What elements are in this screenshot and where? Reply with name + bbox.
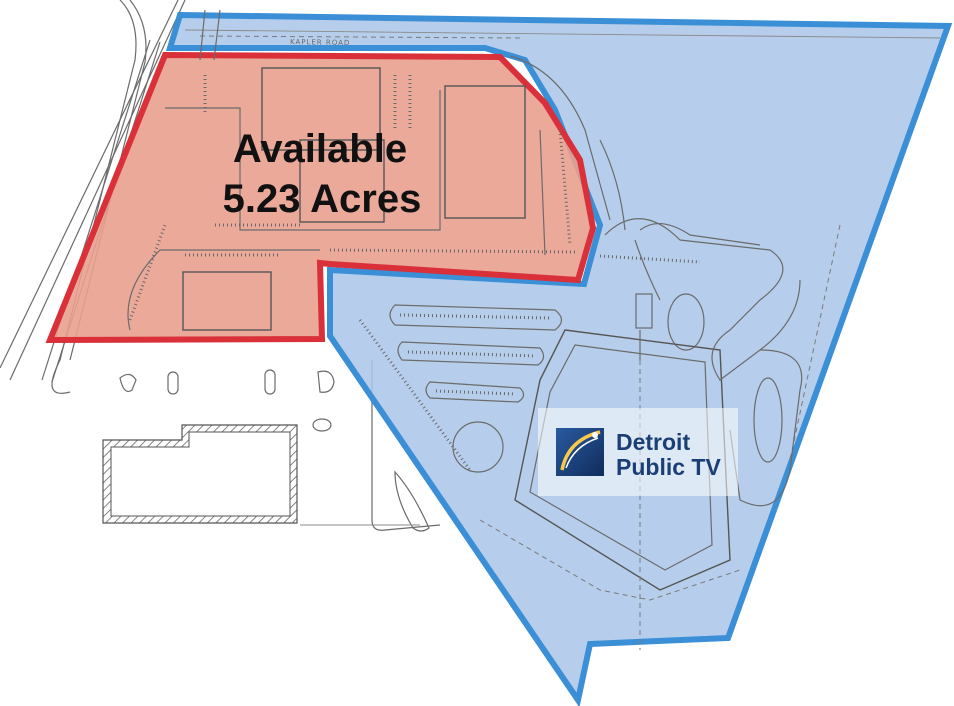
owner-parcel xyxy=(165,11,953,706)
road-linework: KAPLER ROAD xyxy=(184,9,941,221)
road-name-label: KAPLER ROAD xyxy=(290,38,350,47)
available-parcel-lots xyxy=(127,67,576,331)
owner-parcel-site xyxy=(358,139,841,650)
available-label-line2: 5.23 Acres xyxy=(223,177,422,221)
available-parcel xyxy=(45,51,597,344)
neighboring-building xyxy=(102,424,298,524)
logo-line2: Public TV xyxy=(616,454,721,480)
available-label-line1: Available xyxy=(233,127,407,171)
available-label: Available 5.23 Acres xyxy=(223,127,422,221)
left-highway xyxy=(0,0,186,394)
detroit-public-tv-logo: Detroit Public TV xyxy=(538,408,738,496)
parking-islands xyxy=(119,360,441,532)
logo-line1: Detroit xyxy=(616,429,690,455)
sunburst-icon xyxy=(556,428,604,476)
